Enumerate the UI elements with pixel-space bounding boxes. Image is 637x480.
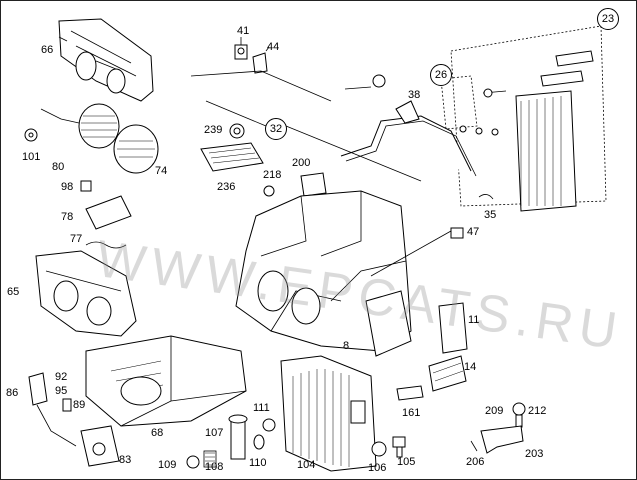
part-14-flap: [428, 355, 467, 392]
part-38-pipe: [340, 74, 477, 177]
part-44-clip: [252, 46, 270, 74]
part-80-blower-motor: [40, 103, 120, 149]
part-74-blower-wheel: [113, 124, 159, 174]
label-89: 89: [73, 399, 86, 411]
label-65: 65: [7, 286, 20, 298]
label-8: 8: [343, 340, 350, 352]
part-107-valve: [228, 414, 248, 460]
part-109-nut: [186, 455, 200, 469]
label-111: 111: [253, 402, 270, 414]
label-26: 26: [430, 64, 452, 86]
part-110-washer: [253, 434, 265, 450]
part-104-heater-core: [280, 355, 377, 472]
label-239: 239: [204, 124, 223, 136]
label-80: 80: [52, 161, 65, 173]
label-32: 32: [265, 118, 287, 140]
part-101-grommet: [24, 128, 38, 142]
label-209: 209: [485, 405, 504, 417]
part-65-lower-duct: [35, 250, 137, 337]
label-106: 106: [368, 462, 387, 474]
label-107: 107: [205, 427, 224, 439]
label-98: 98: [61, 181, 74, 193]
part-78-bracket: [85, 195, 132, 230]
part-108-screw: [203, 450, 217, 468]
label-108: 108: [205, 461, 224, 473]
label-77: 77: [70, 233, 83, 245]
label-41: 41: [237, 25, 250, 37]
label-206: 206: [466, 456, 485, 468]
label-104: 104: [297, 459, 316, 471]
label-47: 47: [467, 226, 480, 238]
label-66: 66: [41, 44, 54, 56]
part-8-heater-housing: [235, 190, 452, 357]
label-101: 101: [22, 151, 41, 163]
part-77-spring-clips: [85, 241, 127, 249]
label-44: 44: [267, 41, 280, 53]
label-105: 105: [397, 456, 416, 468]
part-212-bolt: [512, 402, 526, 428]
part-23-evaporator-box: [450, 20, 607, 212]
part-89-plug: [62, 398, 72, 412]
label-86: 86: [6, 387, 19, 399]
part-41-clip: [234, 37, 248, 60]
label-236: 236: [217, 181, 236, 193]
part-98-clip: [80, 180, 92, 192]
part-206-clip: [470, 440, 478, 452]
part-203-bracket: [480, 425, 524, 454]
part-26-pipe-set: [440, 75, 499, 136]
part-161-bracket: [396, 385, 424, 401]
label-38: 38: [408, 89, 421, 101]
part-47-connector: [450, 227, 464, 239]
label-161: 161: [402, 407, 421, 419]
part-86-sensor: [28, 372, 77, 447]
label-74: 74: [155, 165, 168, 177]
label-35: 35: [484, 209, 497, 221]
label-92: 92: [55, 371, 68, 383]
part-218-nut: [263, 185, 275, 197]
part-11-flap: [438, 302, 468, 354]
part-236-gasket: [200, 142, 264, 172]
part-35-clip: [478, 194, 494, 200]
label-78: 78: [61, 211, 74, 223]
part-83-actuator: [80, 425, 120, 467]
label-83: 83: [119, 454, 132, 466]
label-109: 109: [158, 459, 177, 471]
part-66-upper-duct: [58, 18, 154, 102]
label-23: 23: [597, 8, 619, 30]
label-200: 200: [292, 157, 311, 169]
label-11: 11: [468, 314, 480, 326]
label-218: 218: [263, 169, 282, 181]
label-95: 95: [55, 385, 68, 397]
label-212: 212: [528, 405, 547, 417]
label-110: 110: [249, 457, 267, 469]
label-68: 68: [151, 427, 164, 439]
part-111-ring: [262, 418, 276, 432]
part-200-bracket: [300, 172, 327, 197]
part-105-bolt: [392, 436, 406, 458]
label-14: 14: [464, 361, 477, 373]
part-68-lower-housing: [85, 335, 247, 427]
part-32-leaders: [190, 70, 422, 182]
label-203: 203: [525, 448, 544, 460]
part-239-seal: [229, 123, 245, 139]
part-106-nut: [371, 441, 387, 457]
